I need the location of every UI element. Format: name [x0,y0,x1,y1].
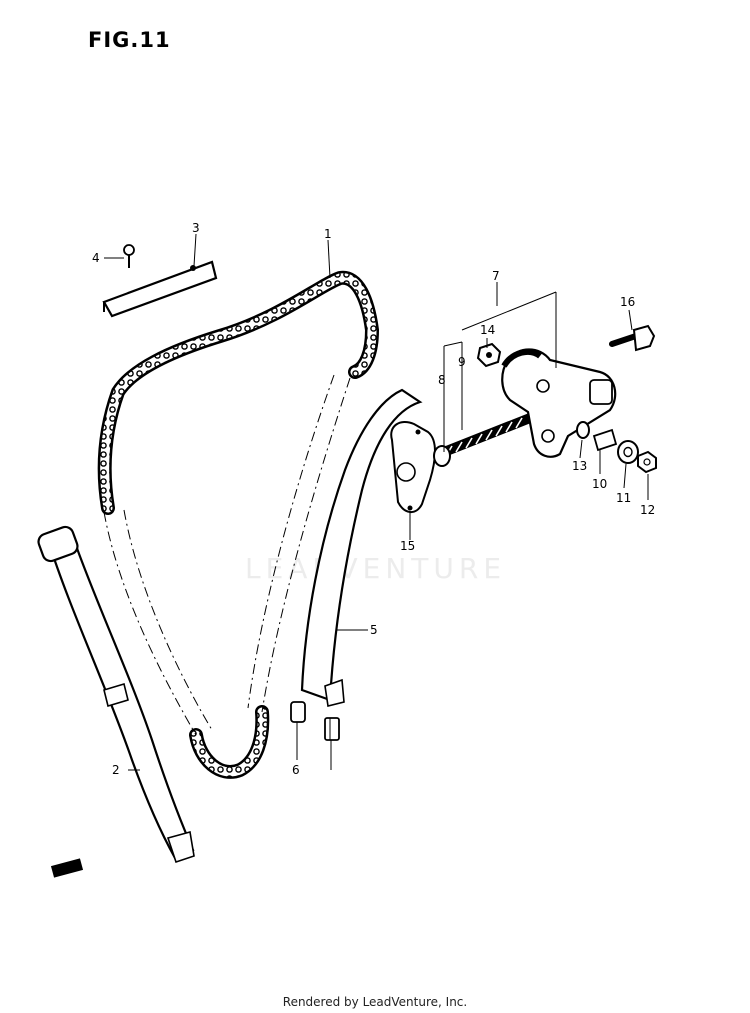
damper [290,701,306,723]
bolt [609,324,656,352]
washer [617,440,639,464]
callout-12: 12 [640,503,655,517]
o-ring [576,421,590,439]
callout-15: 15 [400,539,415,553]
stud [592,428,618,452]
callout-6: 6 [292,763,300,777]
figure-title: FIG.11 [88,28,171,52]
callout-5: 5 [370,623,378,637]
callout-4: 4 [92,251,100,265]
gasket [390,421,436,513]
callout-11: 11 [616,491,631,505]
callout-13: 13 [572,459,587,473]
push-rod-spring [433,413,535,467]
callout-14: 14 [480,323,495,337]
chain-tensioner-guide [300,388,423,707]
callout-16: 16 [620,295,635,309]
watermark-text: LEADVENTURE [245,552,507,585]
screw [123,244,135,268]
upper-chain-guide [102,260,218,318]
callout-3: 3 [192,221,200,235]
footer-text: Rendered by LeadVenture, Inc. [282,995,468,1009]
callout-9: 9 [458,355,466,369]
callout-2: 2 [112,763,120,777]
callout-8: 8 [438,373,446,387]
callout-1: 1 [324,227,332,241]
bushing [324,717,340,741]
callout-7: 7 [492,269,500,283]
chain-guide [37,525,195,864]
callout-10: 10 [592,477,607,491]
cam-chain [97,270,380,779]
tensioner-body [501,348,617,458]
direction-marker [50,858,84,878]
nut [637,450,657,474]
leader-lines [104,233,649,771]
lock-nut [476,342,502,368]
